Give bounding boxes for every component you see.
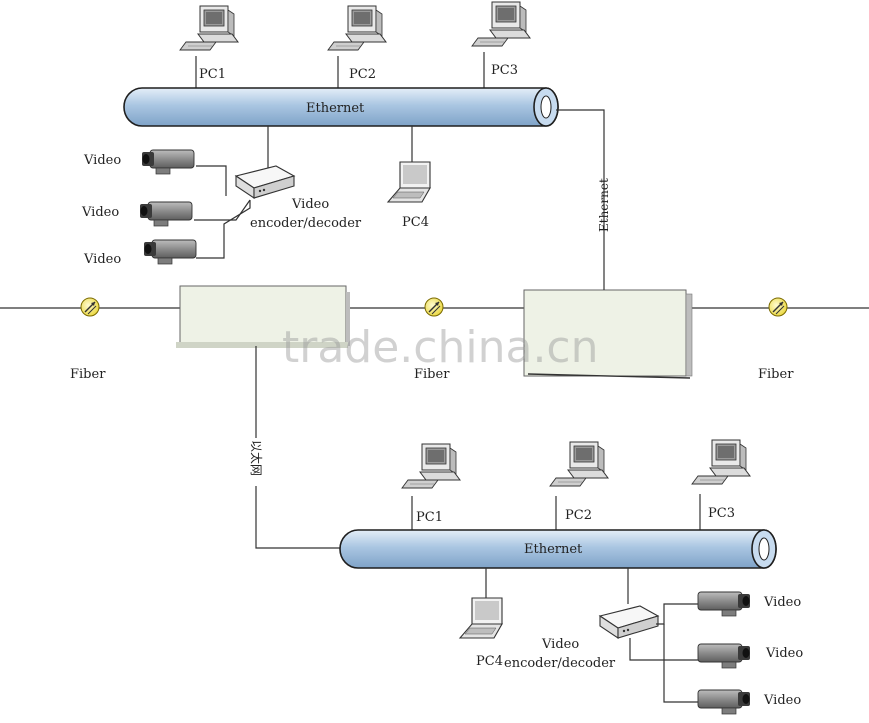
camera-icon [697, 643, 751, 669]
laptop-icon [459, 597, 503, 639]
top-encoder-label-1: Video [291, 197, 329, 212]
bottom-encoder-label-1: Video [541, 637, 579, 652]
camera-icon [697, 591, 751, 617]
top-pc-label: PC1 [199, 67, 226, 82]
bottom-pc-label: PC2 [565, 508, 592, 523]
top-encoder-label-2: encoder/decoder [250, 216, 362, 231]
bottom-video-label: Video [765, 646, 803, 661]
laptop-icon [387, 161, 431, 203]
camera-icon [139, 201, 193, 227]
encoder-icon [599, 605, 659, 639]
fiber-node-icon [768, 297, 788, 317]
bottom-bus-label: Ethernet [524, 542, 583, 557]
top-video-label: Video [83, 153, 121, 168]
fiber-label: Fiber [414, 367, 450, 382]
pc-icon [691, 439, 751, 485]
fiber-node-icon [424, 297, 444, 317]
pc-icon [179, 5, 239, 51]
bottom-laptop-label: PC4 [476, 654, 503, 669]
top-video-label: Video [81, 205, 119, 220]
bottom-pc-label: PC3 [708, 506, 735, 521]
fiber-label: Fiber [70, 367, 106, 382]
top-pc-label: PC3 [491, 63, 518, 78]
pc-icon [401, 443, 461, 489]
encoder-icon [235, 165, 295, 199]
pc-icon [471, 1, 531, 47]
fiber-node-icon [80, 297, 100, 317]
pc-icon [549, 441, 609, 487]
bottom-uplink-label: 以太网 [249, 440, 264, 476]
top-video-label: Video [83, 252, 121, 267]
top-pc-label: PC2 [349, 67, 376, 82]
bottom-video-label: Video [763, 595, 801, 610]
pc-icon [327, 5, 387, 51]
bottom-ethernet-bus [339, 529, 777, 569]
fiber-label: Fiber [758, 367, 794, 382]
camera-icon [697, 689, 751, 715]
bottom-pc-label: PC1 [416, 510, 443, 525]
top-bus-label: Ethernet [306, 101, 365, 116]
bottom-uplink-label-box [248, 438, 264, 486]
camera-icon [143, 239, 197, 265]
bottom-encoder-label-2: encoder/decoder [504, 656, 616, 671]
top-uplink-label: Ethernet [597, 178, 611, 232]
top-laptop-label: PC4 [402, 215, 429, 230]
top-ethernet-bus [123, 87, 559, 127]
bottom-video-label: Video [763, 693, 801, 708]
watermark: trade.china.cn [282, 322, 599, 373]
camera-icon [141, 149, 195, 175]
fiber-transceiver-left [176, 285, 350, 348]
fiber-transceiver-right [523, 289, 693, 379]
